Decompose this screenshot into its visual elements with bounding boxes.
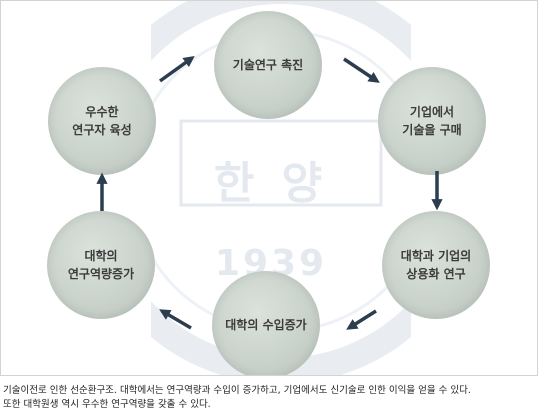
node-label: 기업에서 기술을 구매 <box>402 105 462 137</box>
arrow-promotion-to-purchase <box>343 57 380 83</box>
arrow-revenue-to-capability <box>159 309 192 330</box>
node-tech-purchase: 기업에서 기술을 구매 <box>378 67 486 175</box>
node-label: 대학과 기업의 상용화 연구 <box>400 249 472 281</box>
caption-line-1: 기술이전로 인한 선순환구조. 대학에서는 연구역량과 수입이 증가하고, 기업… <box>3 385 471 396</box>
diagram-panel: 한 양 1939 기술연구 촉진 기업에서 기술을 구매 대학과 기업의 상용화… <box>0 0 538 376</box>
arrow-research-to-revenue <box>346 309 377 330</box>
watermark-text: 한 양 <box>213 158 329 209</box>
node-research-capability: 대학의 연구역량증가 <box>47 211 155 319</box>
node-researcher-training: 우수한 연구자 육성 <box>48 67 156 175</box>
arrow-training-to-promotion <box>158 56 195 83</box>
cycle-arrows <box>96 56 443 330</box>
node-label: 기술연구 촉진 <box>232 58 304 72</box>
node-commercial-research: 대학과 기업의 상용화 연구 <box>382 211 490 319</box>
caption-line-2: 또한 대학원생 역시 우수한 연구역량을 갖출 수 있다. <box>3 399 211 410</box>
node-label: 우수한 연구자 육성 <box>72 105 132 137</box>
node-university-revenue: 대학의 수입증가 <box>212 271 320 375</box>
node-tech-research-promotion: 기술연구 촉진 <box>214 11 322 119</box>
figure-caption: 기술이전로 인한 선순환구조. 대학에서는 연구역량과 수입이 증가하고, 기업… <box>3 384 535 412</box>
node-label: 대학의 연구역량증가 <box>67 249 135 281</box>
node-label: 대학의 수입증가 <box>225 318 307 332</box>
